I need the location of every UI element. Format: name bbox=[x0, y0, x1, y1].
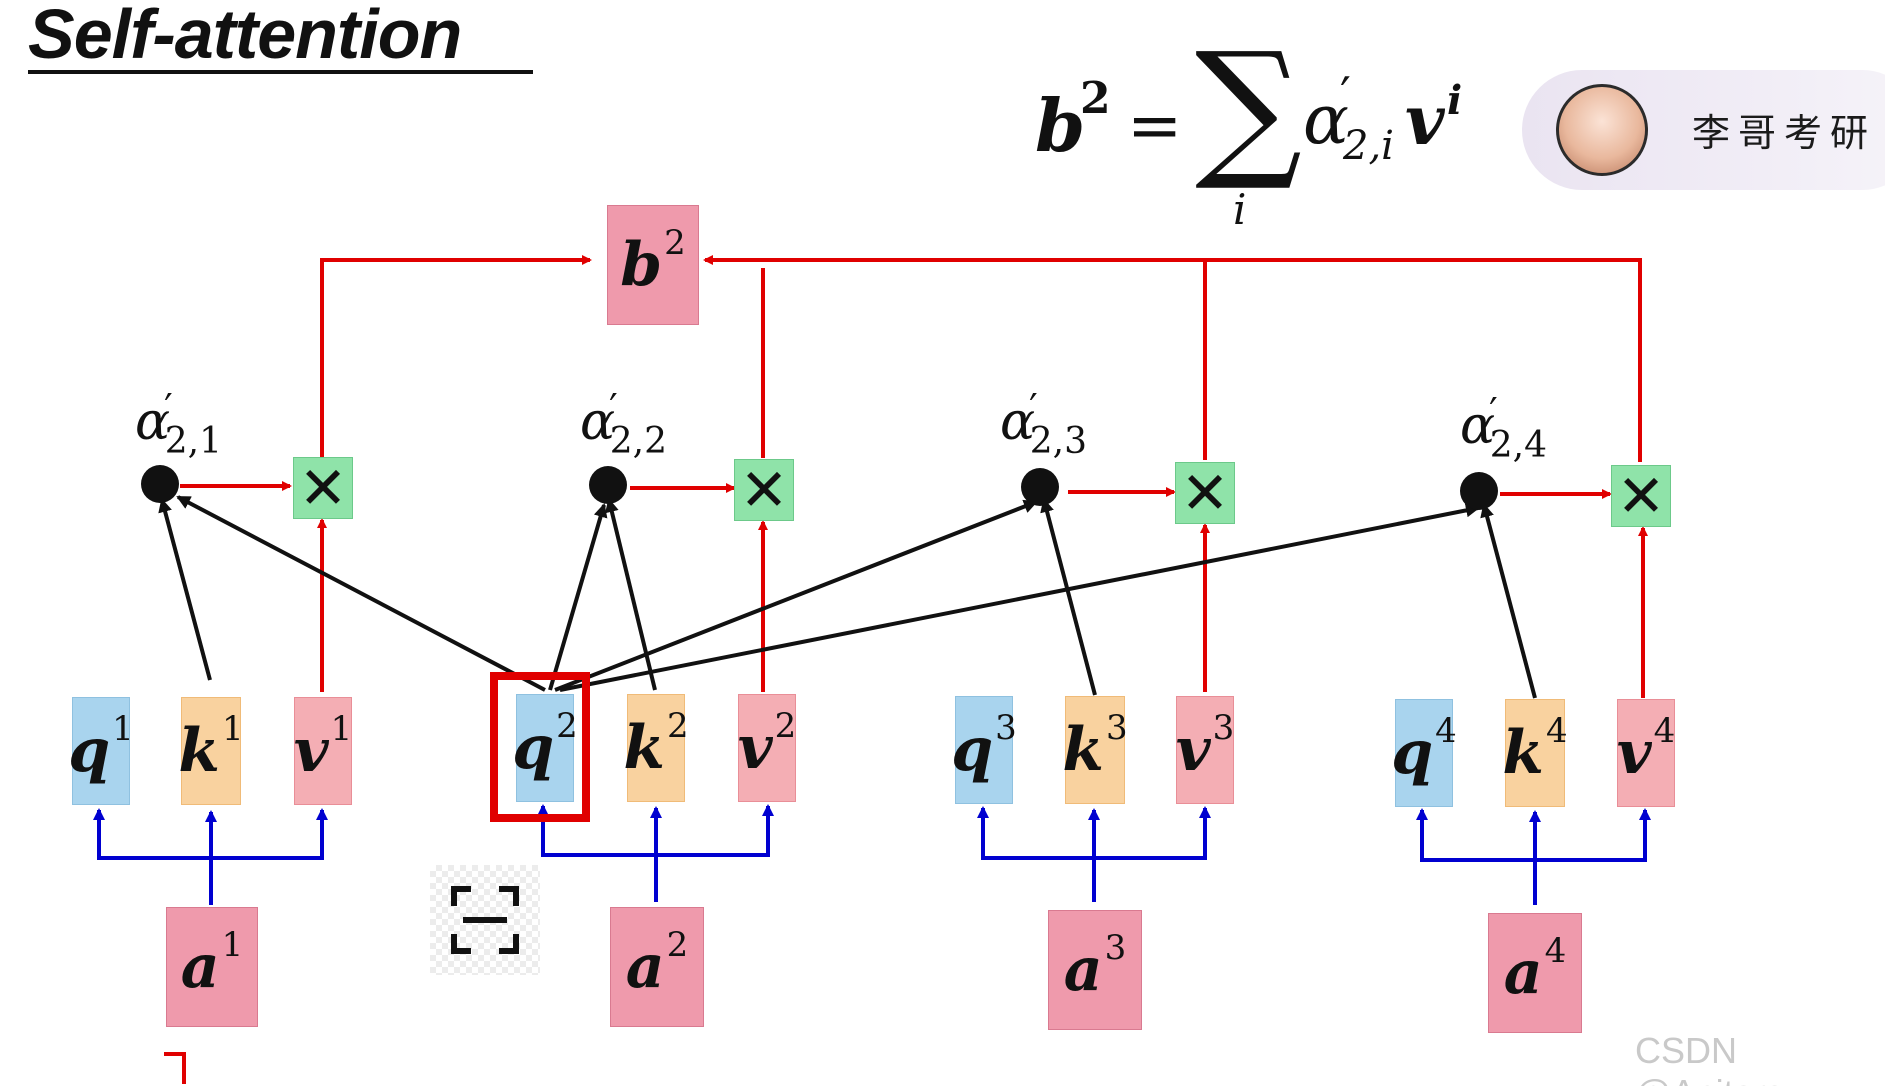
formula-b-exponent: 2 bbox=[1080, 73, 1111, 124]
attention-sum-formula: b 2 = ∑ i α ′ 2,i v i bbox=[1035, 33, 1485, 235]
formula-sum-symbol: ∑ bbox=[1195, 21, 1303, 195]
slide-title: Self-attention bbox=[28, 0, 462, 73]
aggregation-arrows bbox=[320, 255, 1642, 462]
alpha-label-4: α′2,4 bbox=[1460, 390, 1548, 466]
multiply-node-4: ✕ bbox=[1611, 465, 1671, 527]
query-to-alpha-arrows bbox=[176, 495, 1480, 692]
formula-alpha-subscript: 2,i bbox=[1343, 123, 1394, 169]
formula-alpha-prime: ′ bbox=[1340, 67, 1351, 123]
formula-v: v bbox=[1405, 81, 1445, 161]
input-projection-arrows bbox=[93, 804, 1651, 905]
alpha-label-3: α′2,3 bbox=[1000, 386, 1088, 462]
query-2-highlight bbox=[490, 672, 590, 822]
formula-sum-index: i bbox=[1233, 185, 1247, 234]
title-underline bbox=[28, 70, 533, 74]
channel-name: 李哥考研 bbox=[1692, 111, 1877, 155]
alpha-dot-2 bbox=[589, 466, 627, 504]
alpha-dot-4 bbox=[1460, 472, 1498, 510]
weighted-v1-to-b2 bbox=[320, 255, 592, 458]
avatar bbox=[1556, 84, 1648, 176]
formula-v-exponent: i bbox=[1447, 77, 1463, 124]
formula-equals: = bbox=[1127, 87, 1183, 164]
formula-b: b bbox=[1035, 83, 1086, 168]
alpha-to-multiply-arrows bbox=[180, 481, 1612, 499]
channel-badge: 李哥考研 bbox=[1522, 70, 1885, 190]
multiply-node-3: ✕ bbox=[1175, 462, 1235, 524]
red-annotation-mark bbox=[164, 1052, 186, 1084]
multiply-node-2: ✕ bbox=[734, 459, 794, 521]
weighted-v4-to-b2 bbox=[703, 255, 1642, 462]
alpha-label-1: α′2,1 bbox=[135, 386, 223, 462]
alpha-dots bbox=[141, 465, 1498, 510]
formula-alpha: α bbox=[1303, 81, 1349, 160]
key-to-alpha-arrows bbox=[158, 498, 1537, 699]
csdn-watermark: CSDN @Anitars bbox=[1635, 1030, 1784, 1086]
multiply-node-1: ✕ bbox=[293, 457, 353, 519]
screenshot-capture-icon[interactable] bbox=[430, 865, 540, 975]
alpha-dot-3 bbox=[1021, 468, 1059, 506]
alpha-label-2: α′2,2 bbox=[580, 386, 668, 462]
alpha-dot-1 bbox=[141, 465, 179, 503]
